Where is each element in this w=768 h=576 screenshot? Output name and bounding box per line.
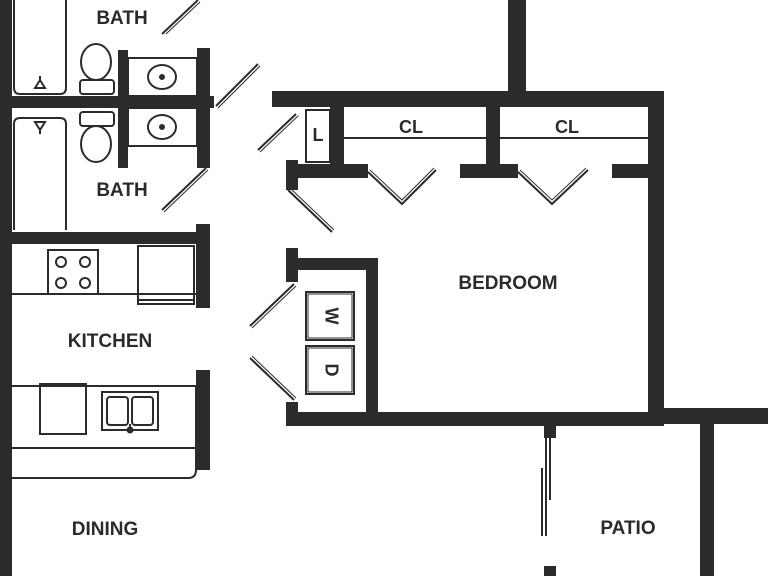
room-label-bath-top: BATH — [96, 8, 147, 29]
sliding-door-icon — [541, 438, 551, 536]
wall-patio-top — [648, 408, 768, 424]
wall-patio-jamb-bottom — [544, 566, 556, 576]
wall-vanity-left — [118, 50, 128, 168]
wall-top-stub — [508, 0, 526, 102]
closet-shelves — [305, 109, 648, 163]
room-label-bath-bottom: BATH — [96, 180, 147, 201]
door-swing-icon — [161, 0, 335, 401]
room-label-dining: DINING — [72, 519, 139, 540]
wall-kitchen-upper — [196, 224, 210, 308]
wall-left-exterior — [0, 0, 12, 576]
wall-closet-pillar — [486, 107, 500, 167]
wall-linen-divider — [330, 107, 344, 167]
wall-closet-front-3 — [612, 164, 652, 178]
wall-kitchen-lower — [196, 370, 210, 470]
dryer-label: D — [321, 364, 341, 377]
bifold-door-icon — [367, 167, 589, 206]
sink-icon — [127, 57, 198, 147]
wall-bath-divider — [12, 96, 214, 108]
wall-bedroom-top — [272, 91, 664, 107]
wall-bedroom-right — [648, 91, 664, 421]
dishwasher-icon — [39, 383, 87, 435]
linen-closet — [305, 109, 331, 163]
stove-icon — [47, 249, 99, 295]
wall-patio-right — [700, 424, 714, 576]
room-label-kitchen: KITCHEN — [68, 331, 152, 352]
wall-closet-front-1 — [286, 164, 368, 178]
kitchen-counter — [12, 293, 197, 479]
refrigerator-icon — [137, 245, 195, 305]
wall-closet-front-2 — [460, 164, 518, 178]
wall-bath-kitchen — [12, 232, 210, 244]
wall-laundry-right — [366, 258, 378, 414]
toilet-icon — [79, 43, 115, 163]
room-label-patio: PATIO — [600, 518, 655, 539]
room-label-bedroom: BEDROOM — [458, 273, 557, 294]
kitchen-sink-icon — [101, 391, 159, 434]
wall-bedroom-bottom — [286, 412, 664, 426]
wall-vanity-right — [197, 48, 210, 168]
linen-label: L — [313, 125, 324, 145]
dryer-icon — [305, 345, 355, 395]
wall-patio-jamb-top — [544, 424, 556, 438]
washer-icon — [305, 291, 355, 341]
washer-label: W — [321, 308, 341, 325]
closet-label-right: CL — [555, 117, 579, 137]
closet-label-left: CL — [399, 117, 423, 137]
wall-laundry-top — [286, 258, 378, 270]
wall-laundry-left-top — [286, 248, 298, 282]
bathtub-icon — [13, 0, 67, 230]
